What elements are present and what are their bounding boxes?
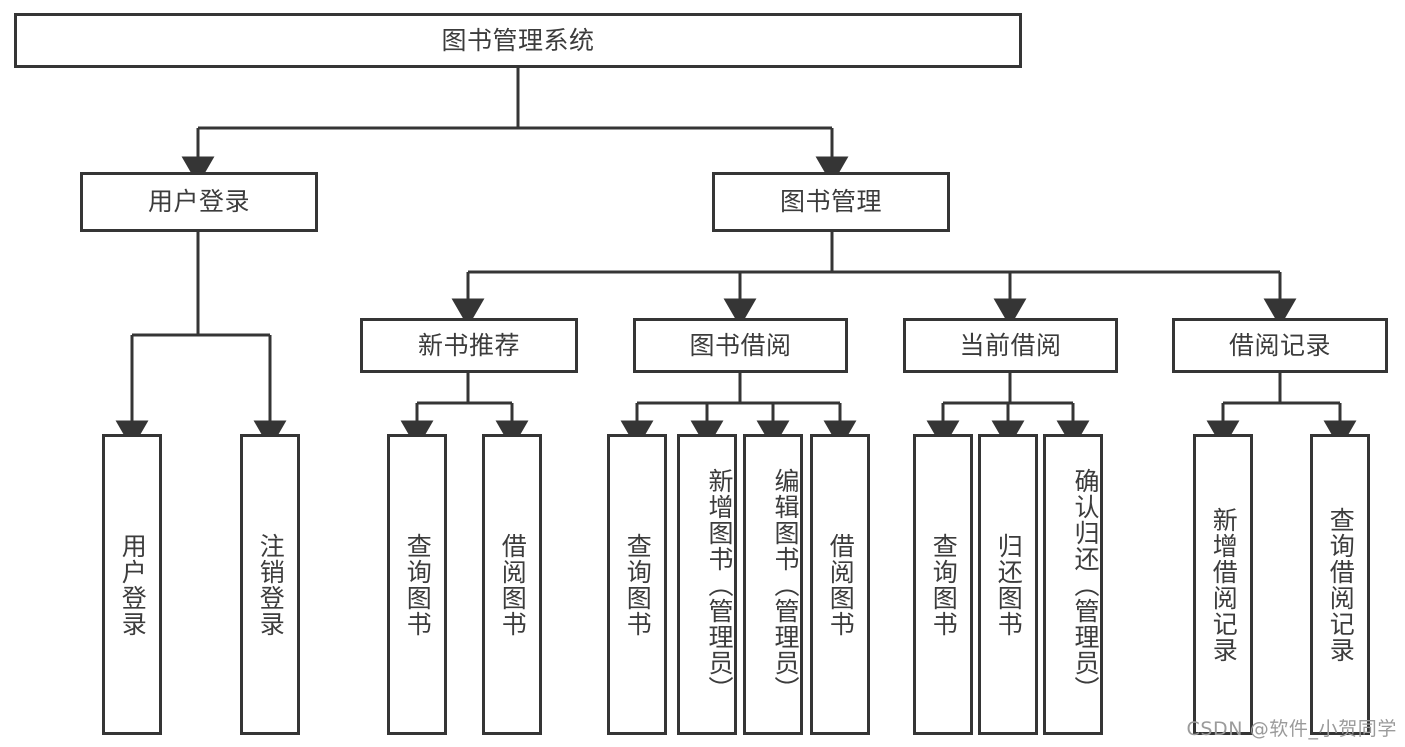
leaf-add-book: 新增图书（管理员） xyxy=(677,434,737,735)
leaf-confirm-return-label: 确认归还（管理员） xyxy=(1071,467,1100,702)
node-root-label: 图书管理系统 xyxy=(441,25,595,55)
leaf-add-book-label: 新增图书（管理员） xyxy=(705,467,734,702)
leaf-borrow-book-1-label: 借阅图书 xyxy=(498,532,528,637)
leaf-user-login-label: 用户登录 xyxy=(118,532,148,637)
leaf-borrow-book-2: 借阅图书 xyxy=(810,434,870,735)
leaf-edit-book: 编辑图书（管理员） xyxy=(743,434,803,735)
node-user-login-label: 用户登录 xyxy=(147,187,250,217)
leaf-borrow-book-1: 借阅图书 xyxy=(482,434,542,735)
leaf-add-record: 新增借阅记录 xyxy=(1193,434,1253,735)
node-book-manage: 图书管理 xyxy=(712,172,950,232)
node-book-manage-label: 图书管理 xyxy=(779,187,882,217)
leaf-edit-book-label: 编辑图书（管理员） xyxy=(771,467,800,702)
leaf-query-book-3: 查询图书 xyxy=(913,434,973,735)
leaf-query-book-2: 查询图书 xyxy=(607,434,667,735)
node-book-borrow-label: 图书借阅 xyxy=(689,330,792,360)
node-user-login: 用户登录 xyxy=(80,172,318,232)
node-new-book-recommend-label: 新书推荐 xyxy=(417,330,520,360)
node-new-book-recommend: 新书推荐 xyxy=(360,318,578,373)
leaf-confirm-return: 确认归还（管理员） xyxy=(1043,434,1103,735)
leaf-add-record-label: 新增借阅记录 xyxy=(1209,506,1239,663)
leaf-query-book-1: 查询图书 xyxy=(387,434,447,735)
leaf-query-book-2-label: 查询图书 xyxy=(623,532,653,637)
node-book-borrow: 图书借阅 xyxy=(633,318,848,373)
node-borrow-record-label: 借阅记录 xyxy=(1228,330,1331,360)
leaf-query-record: 查询借阅记录 xyxy=(1310,434,1370,735)
leaf-user-logout-label: 注销登录 xyxy=(256,532,286,637)
node-current-borrow: 当前借阅 xyxy=(903,318,1118,373)
node-borrow-record: 借阅记录 xyxy=(1172,318,1388,373)
leaf-user-logout: 注销登录 xyxy=(240,434,300,735)
leaf-query-book-3-label: 查询图书 xyxy=(929,532,959,637)
leaf-user-login: 用户登录 xyxy=(102,434,162,735)
leaf-return-book: 归还图书 xyxy=(978,434,1038,735)
node-current-borrow-label: 当前借阅 xyxy=(959,330,1062,360)
leaf-query-record-label: 查询借阅记录 xyxy=(1326,506,1356,663)
leaf-query-book-1-label: 查询图书 xyxy=(403,532,433,637)
watermark: CSDN @软件_小贺同学 xyxy=(1186,718,1397,740)
node-root: 图书管理系统 xyxy=(14,13,1022,68)
leaf-return-book-label: 归还图书 xyxy=(994,532,1024,637)
leaf-borrow-book-2-label: 借阅图书 xyxy=(826,532,856,637)
